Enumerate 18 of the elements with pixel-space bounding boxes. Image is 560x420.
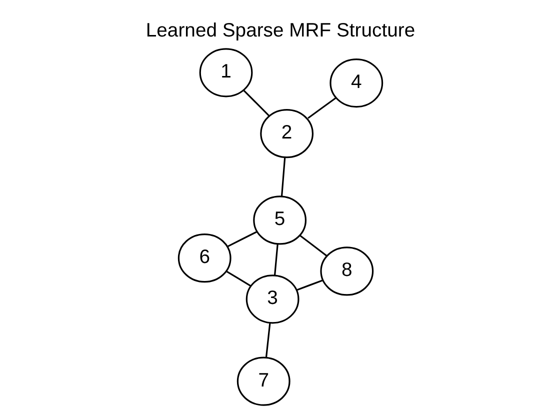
connector: [264, 323, 270, 358]
node-circle: 2: [260, 108, 314, 158]
connector: [226, 270, 250, 286]
connector: [307, 97, 336, 119]
connector: [299, 235, 327, 256]
node-circle: 1: [198, 48, 252, 98]
node-circle: 3: [245, 274, 299, 324]
node-circle: 6: [177, 234, 231, 283]
diagram-title: Learned Sparse MRF Structure: [145, 20, 415, 42]
node-circle: 7: [236, 356, 290, 406]
node-circle: 4: [329, 58, 383, 108]
connector: [273, 244, 278, 276]
node-circle: 8: [320, 246, 374, 296]
connector: [296, 280, 322, 291]
connector: [226, 231, 256, 248]
connector: [242, 90, 269, 116]
connector: [280, 158, 286, 196]
node-circle: 5: [252, 196, 306, 245]
